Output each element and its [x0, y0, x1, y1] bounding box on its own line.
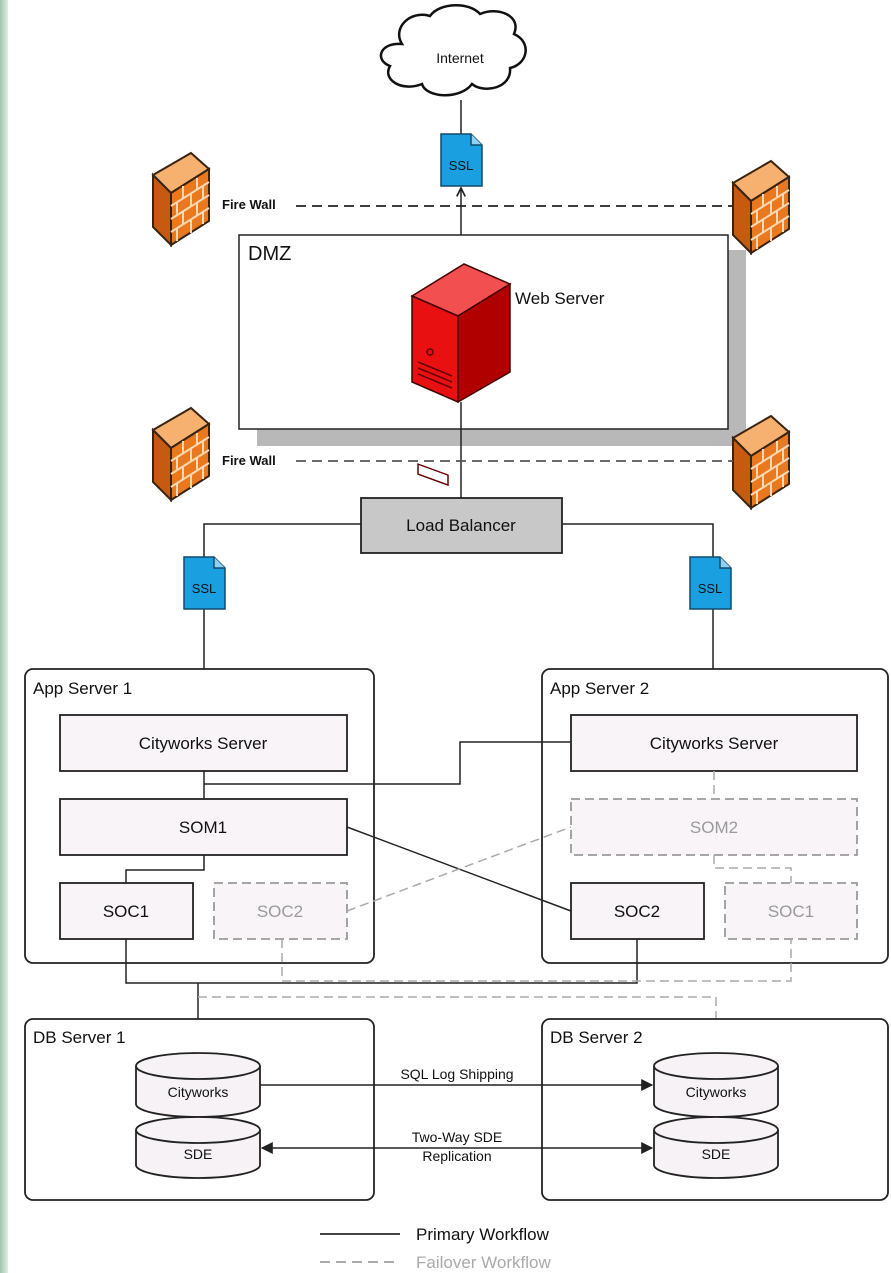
internet-cloud: Internet	[379, 4, 527, 97]
firewall-icon	[732, 160, 790, 254]
ssl-document-icon: SSL	[689, 556, 732, 610]
soc2-box	[570, 882, 705, 940]
cityworks-database-2-icon	[653, 1052, 779, 1118]
soc2-failover-box	[213, 882, 348, 940]
ssl-label: SSL	[698, 581, 723, 596]
soc1-failover-label: SOC1	[768, 902, 814, 921]
som1-box	[59, 798, 348, 856]
sde-database-2-icon	[653, 1116, 779, 1179]
db-server-2-title: DB Server 2	[550, 1028, 643, 1047]
cityworks-server-2	[570, 714, 858, 772]
ssl-label: SSL	[449, 158, 474, 173]
firewall-icon	[152, 152, 210, 246]
log-shipping-label: SQL Log Shipping	[400, 1066, 513, 1082]
ssl-document-icon: SSL	[440, 133, 483, 187]
cityworks-database-2-label: Cityworks	[686, 1084, 747, 1100]
cityworks-server-2-label: Cityworks Server	[650, 734, 779, 753]
link-lb-appserver2	[562, 523, 714, 715]
firewall-icon	[152, 407, 210, 501]
load-balancer-label: Load Balancer	[406, 516, 516, 535]
web-server-label: Web Server	[515, 289, 605, 308]
app-server-2-title: App Server 2	[550, 679, 649, 698]
internet-label: Internet	[436, 50, 484, 66]
som1-label: SOM1	[179, 818, 227, 837]
legend-primary-label: Primary Workflow	[416, 1225, 550, 1244]
legend-failover-label: Failover Workflow	[416, 1253, 551, 1272]
replication-label-line2: Replication	[422, 1148, 491, 1164]
som2-failover-box	[570, 798, 858, 856]
db-server-1-title: DB Server 1	[33, 1028, 126, 1047]
cityworks-server-1-label: Cityworks Server	[139, 734, 268, 753]
soc1-box	[59, 882, 194, 940]
app-server-1-title: App Server 1	[33, 679, 132, 698]
soc2-failover-label: SOC2	[257, 902, 303, 921]
left-edge-bar	[0, 0, 8, 1273]
legend: Primary Workflow Failover Workflow	[320, 1225, 551, 1272]
firewall-label-bottom: Fire Wall	[222, 453, 276, 468]
sde-database-1-icon	[135, 1116, 261, 1179]
firewall-label-top: Fire Wall	[222, 197, 276, 212]
soc1-label: SOC1	[103, 902, 149, 921]
dmz-label: DMZ	[248, 243, 291, 265]
link-lb-appserver1	[203, 523, 361, 715]
cityworks-database-1-label: Cityworks	[168, 1084, 229, 1100]
replication-label-line1: Two-Way SDE	[412, 1129, 503, 1145]
web-server-icon	[410, 263, 512, 487]
sde-database-1-label: SDE	[184, 1146, 213, 1162]
cityworks-database-1-icon	[135, 1052, 261, 1118]
failover-connections	[198, 771, 792, 1019]
sde-database-2-label: SDE	[702, 1146, 731, 1162]
ssl-document-icon: SSL	[183, 556, 226, 610]
som2-failover-label: SOM2	[690, 818, 738, 837]
soc2-label: SOC2	[614, 902, 660, 921]
load-balancer	[360, 497, 563, 554]
ssl-label: SSL	[192, 581, 217, 596]
